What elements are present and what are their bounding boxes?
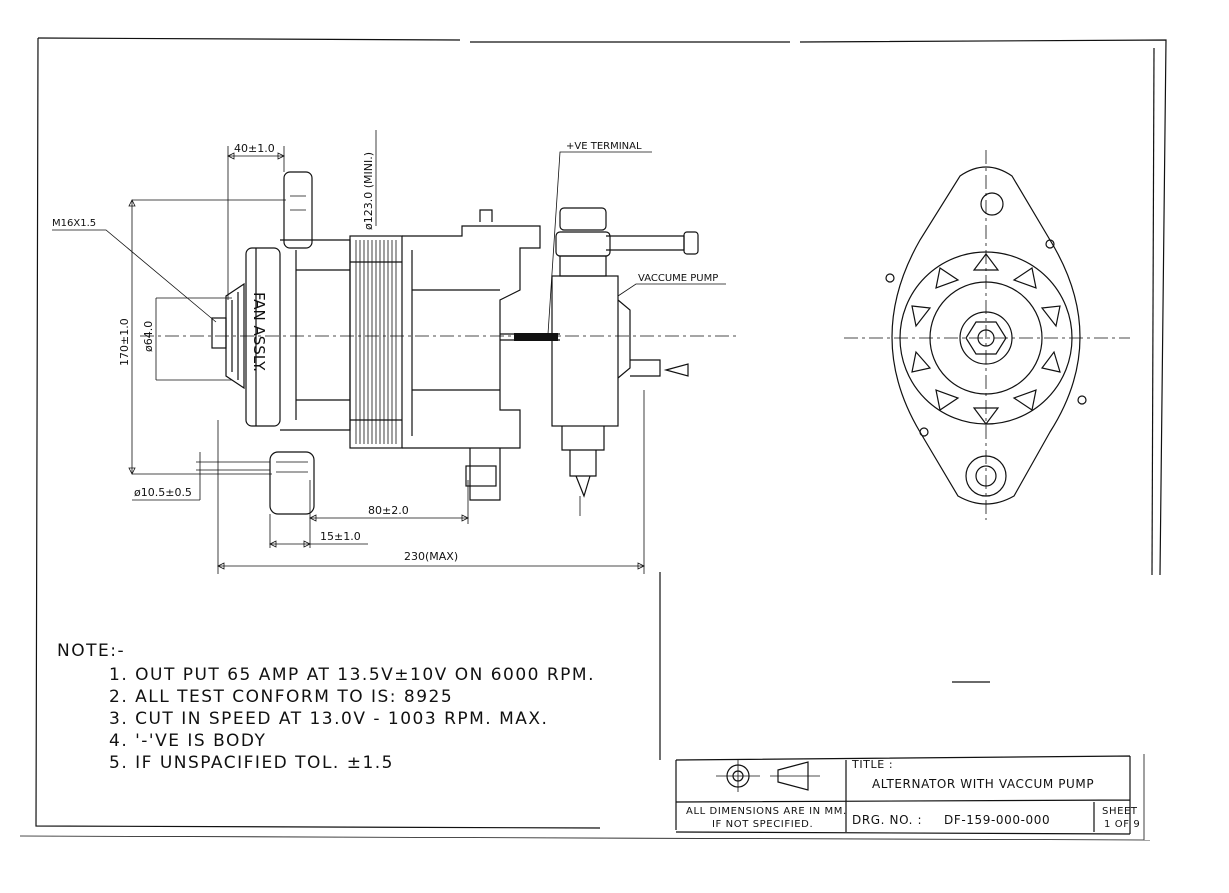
bottom-mount-hole: [975, 465, 997, 487]
alternator-front-view: [844, 150, 1130, 520]
note-item: 3. CUT IN SPEED AT 13.0V - 1003 RPM. MAX…: [109, 709, 549, 729]
fan-blades: [911, 253, 1061, 425]
label-ve-terminal: +VE TERMINAL: [566, 141, 642, 152]
dims-note-line1: ALL DIMENSIONS ARE IN MM.: [686, 806, 847, 817]
fan: [245, 247, 281, 427]
note-item: 4. '-'VE IS BODY: [109, 731, 267, 751]
note-item: 5. IF UNSPACIFIED TOL. ±1.5: [109, 753, 394, 773]
dim-body-dia: ø123.0 (MINI.): [362, 152, 375, 230]
dim-overall: 230(MAX): [404, 550, 458, 563]
alternator-side-view: [140, 171, 740, 516]
dim-pulley-dia: ø64.0: [142, 321, 155, 352]
drawing-frame: [19, 37, 1167, 841]
pulley-nut: [965, 321, 1007, 355]
title-block-lines: [659, 572, 1145, 840]
notes-heading: NOTE:-: [57, 641, 126, 661]
projection-symbol: [716, 760, 820, 792]
drawing-title: ALTERNATOR WITH VACCUM PUMP: [872, 777, 1095, 791]
dim-center-80: 80±2.0: [368, 504, 409, 517]
drg-no-label: DRG. NO. :: [852, 813, 923, 827]
shaft-nut: [211, 317, 227, 349]
notes-list: 1. OUT PUT 65 AMP AT 13.5V±10V ON 6000 R…: [57, 664, 595, 774]
sheet-label: SHEET: [1102, 806, 1138, 817]
notes-section: NOTE:- 1. OUT PUT 65 AMP AT 13.5V±10V ON…: [57, 640, 595, 774]
dim-lug-15: 15±1.0: [320, 530, 361, 543]
drg-no-value: DF-159-000-000: [944, 813, 1051, 827]
vacuum-pump-body: [551, 275, 619, 427]
stator-laminations: [350, 240, 402, 444]
label-fan-assly: FAN ASSLY.: [250, 292, 268, 372]
housing-outline: [891, 166, 1081, 505]
top-mount-hole: [980, 192, 1004, 216]
side-view-dimensions: 40±1.0 M16X1.5 170±1.0 ø64.0 ø123.0 (MIN…: [52, 130, 726, 574]
dim-mount-hole: ø10.5±0.5: [134, 486, 192, 499]
note-item: 1. OUT PUT 65 AMP AT 13.5V±10V ON 6000 R…: [109, 665, 595, 685]
label-vaccume-pump: VACCUME PUMP: [638, 273, 718, 284]
title-label: TITLE :: [852, 758, 894, 771]
dims-note-line2: IF NOT SPECIFIED.: [712, 819, 814, 830]
dim-fan-width: 40±1.0: [234, 142, 275, 155]
dim-mount-height: 170±1.0: [118, 318, 131, 366]
dim-thread: M16X1.5: [52, 218, 96, 229]
sheet-value: 1 OF 9: [1104, 819, 1141, 830]
note-item: 2. ALL TEST CONFORM TO IS: 8925: [109, 687, 454, 707]
ve-terminal-stud: [514, 333, 558, 341]
